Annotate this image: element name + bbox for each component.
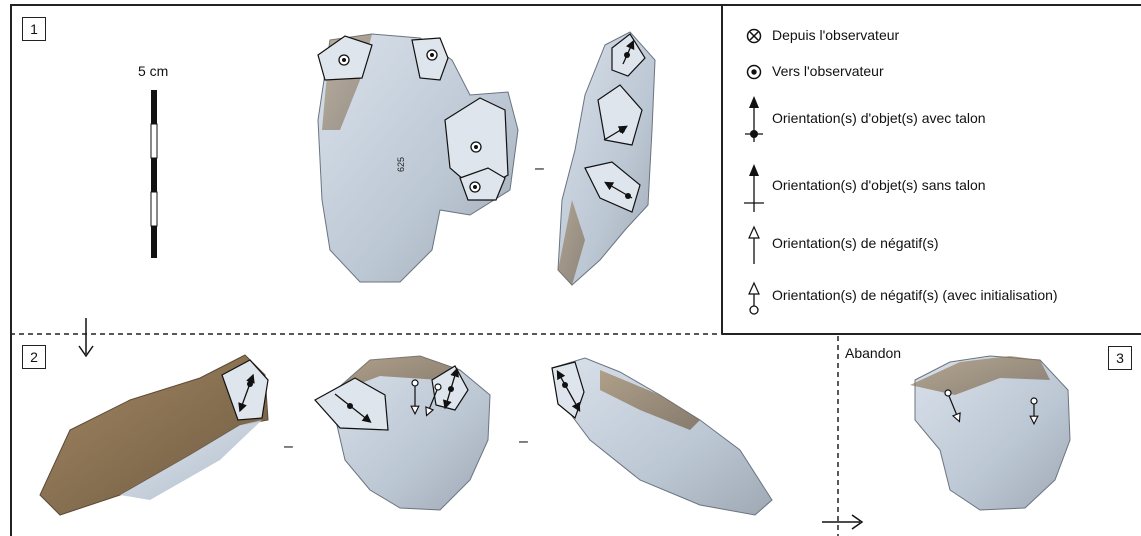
panel-number-2: 2 [22, 345, 46, 369]
legend-item-sans-talon: Orientation(s) d'objet(s) sans talon [738, 177, 986, 193]
artifact-3 [910, 356, 1070, 510]
artifact-2-right [552, 358, 772, 515]
legend-label: Orientation(s) d'objet(s) avec talon [772, 110, 986, 126]
legend-label: Orientation(s) de négatif(s) (avec initi… [772, 287, 1058, 303]
legend-item-avec-talon: Orientation(s) d'objet(s) avec talon [738, 110, 986, 126]
legend-label: Vers l'observateur [772, 63, 884, 79]
artifact-1-front: 625 [318, 34, 518, 282]
legend-label: Orientation(s) d'objet(s) sans talon [772, 177, 986, 193]
panel-number-1: 1 [22, 17, 46, 41]
view-separator-bottom-right: – [519, 433, 528, 451]
artifact-number: 625 [396, 157, 406, 172]
abandon-label: Abandon [845, 345, 901, 361]
legend-label: Depuis l'observateur [772, 27, 899, 43]
legend-item-depuis: Depuis l'observateur [738, 27, 899, 43]
view-separator-top: – [535, 160, 544, 178]
legend-item-vers: Vers l'observateur [738, 63, 884, 79]
scale-label: 5 cm [138, 63, 168, 79]
artifact-2-middle [315, 356, 490, 510]
scale-bar [151, 90, 157, 258]
panel-number-3: 3 [1108, 346, 1132, 370]
view-separator-bottom-left: – [284, 438, 293, 456]
legend-label: Orientation(s) de négatif(s) [772, 235, 939, 251]
artifact-2-left [40, 355, 268, 515]
flow-arrow-right-icon [822, 515, 862, 529]
flow-arrow-down-icon [79, 318, 93, 356]
artifact-1-profile [558, 32, 655, 285]
legend-item-negatif-init: Orientation(s) de négatif(s) (avec initi… [738, 287, 1058, 303]
legend-item-negatif: Orientation(s) de négatif(s) [738, 235, 939, 251]
